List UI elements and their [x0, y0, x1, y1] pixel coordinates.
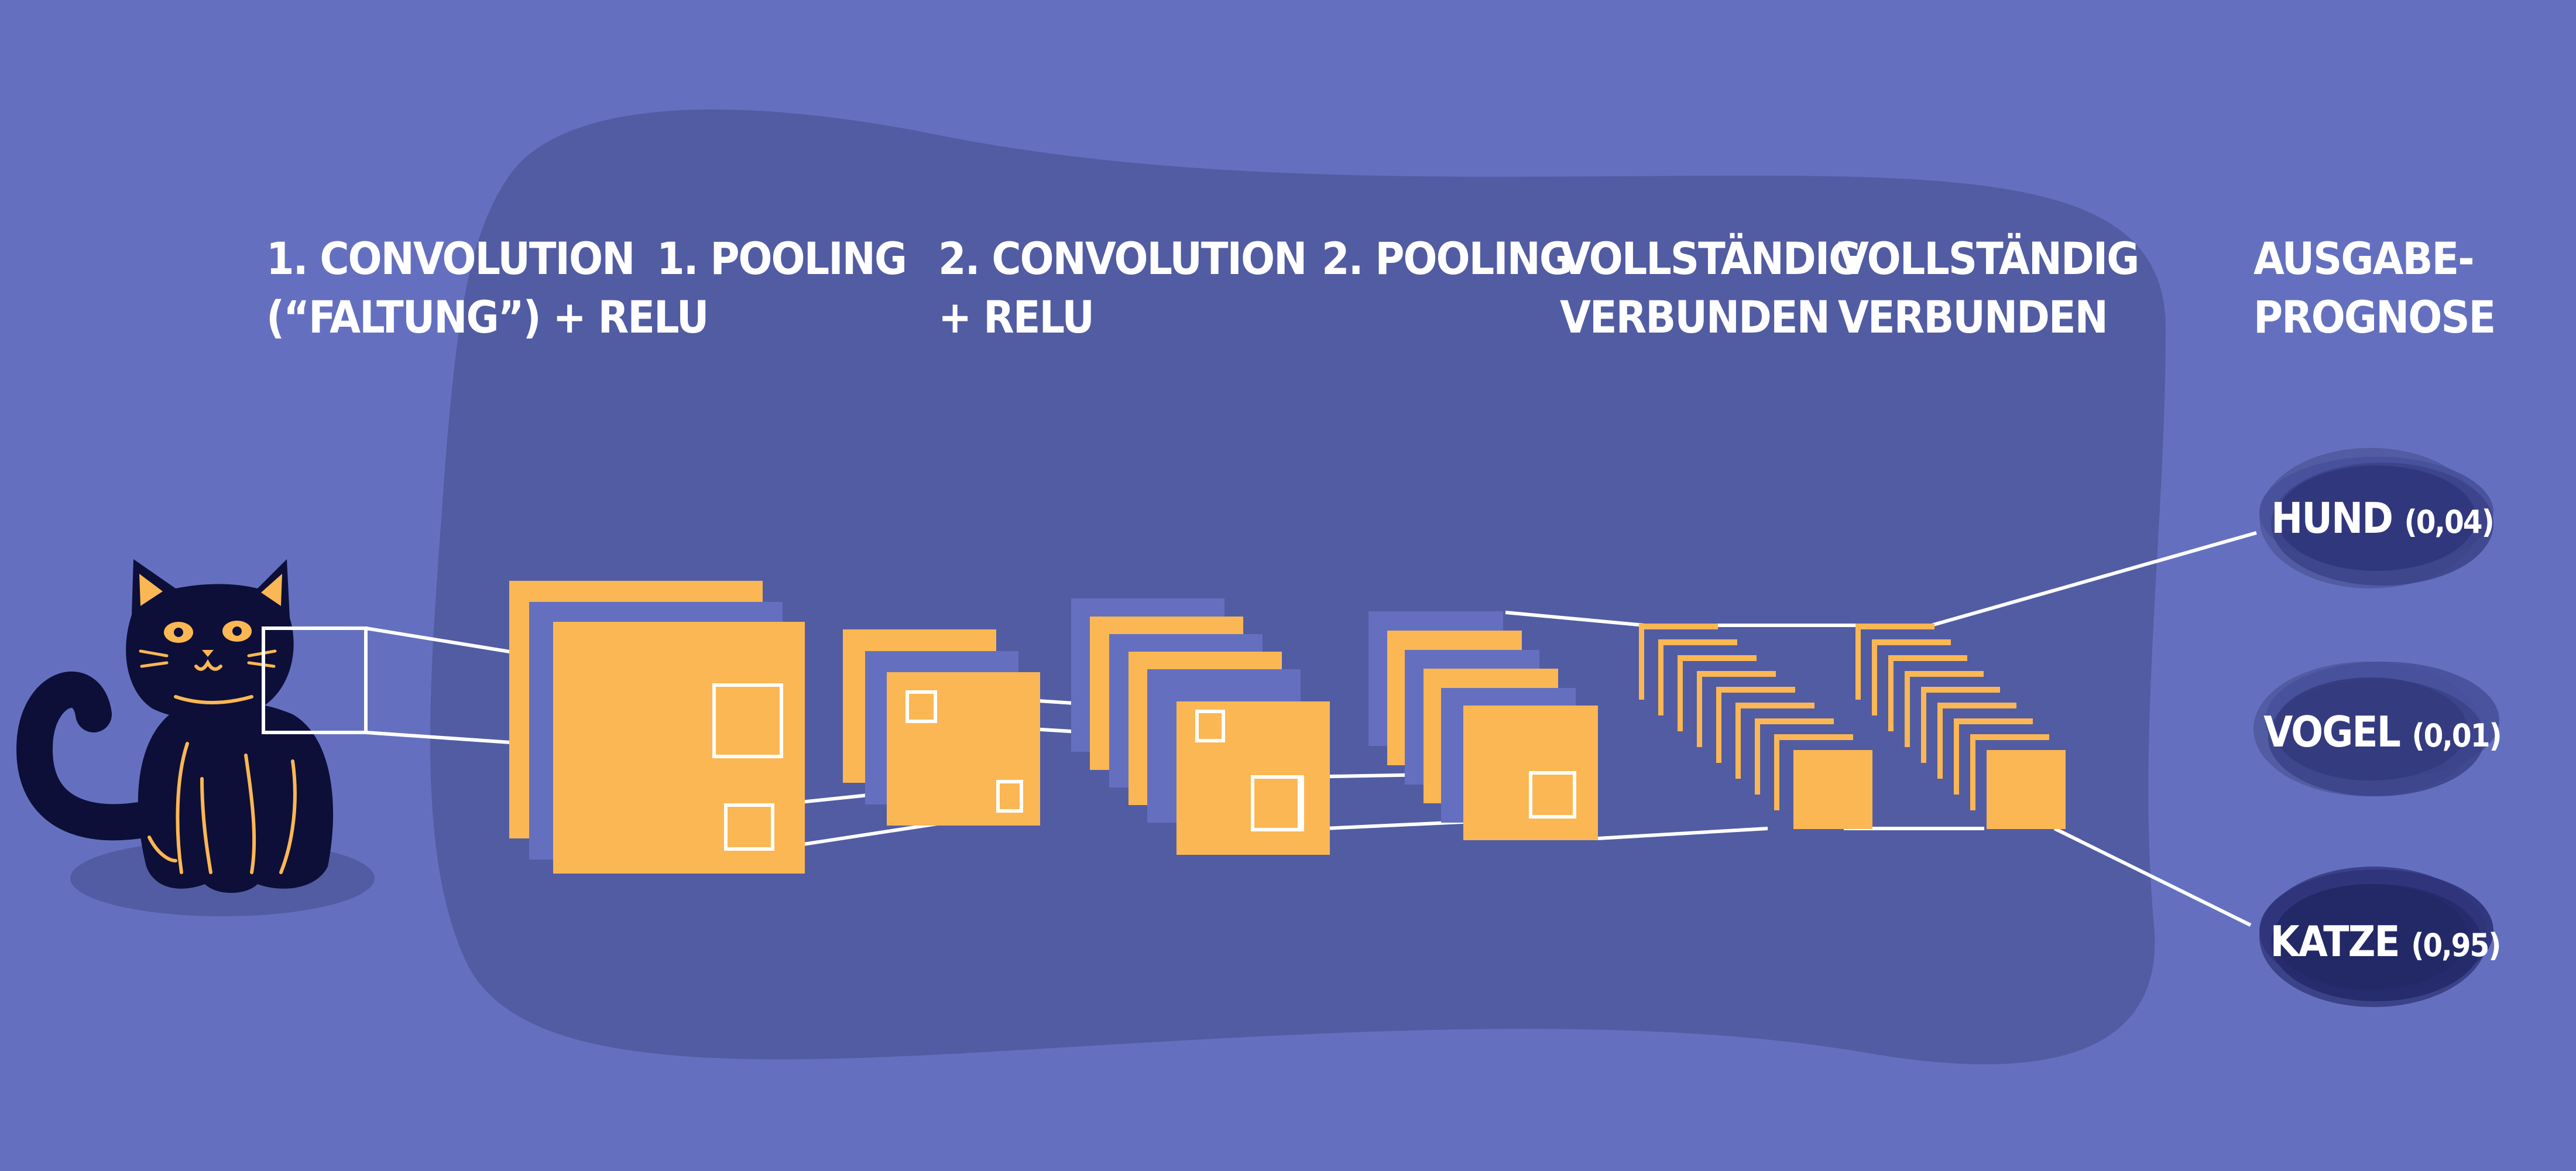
stage-label-conv2: 2. CONVOLUTION + RELU	[938, 232, 1307, 343]
fc2-stack	[1855, 624, 2066, 829]
pool1-filter-box-2	[996, 780, 1023, 813]
stage-label-pool1: 1. POOLING	[657, 232, 907, 285]
input-receptive-field	[262, 626, 368, 734]
cat-collar	[174, 695, 253, 704]
fc-layer-sheet	[1793, 750, 1872, 829]
output-bubble-vogel	[2253, 662, 2499, 796]
cat-ear-right	[261, 574, 282, 606]
output-bubble-katze	[2259, 867, 2493, 1007]
pool2-feature-maps	[1368, 611, 1598, 840]
cat-icon	[16, 559, 375, 916]
output-label-katze: KATZE (0,95)	[2270, 917, 2502, 966]
fc1-stack	[1639, 624, 1872, 829]
cat-ear-left	[139, 574, 163, 606]
output-label-hund: HUND (0,04)	[2271, 494, 2495, 543]
cat-head	[126, 559, 294, 720]
cat-nose	[202, 650, 214, 657]
conv2-filter-box	[1195, 710, 1225, 742]
conv1-feature-maps	[509, 581, 805, 874]
output-label-vogel: VOGEL (0,01)	[2263, 707, 2502, 756]
stage-label-conv1: 1. CONVOLUTION (“FALTUNG”) + RELU	[266, 232, 709, 343]
stage-label-output: AUSGABE- PROGNOSE	[2253, 232, 2496, 343]
conv2-feature-maps	[1071, 598, 1330, 855]
cat-body	[138, 701, 334, 893]
pool1-feature-maps	[843, 629, 1040, 826]
cat-leg-lines	[148, 742, 297, 874]
cat-mouth	[194, 659, 222, 671]
fc-layer-sheet	[1987, 750, 2066, 829]
output-bubble-hund	[2259, 448, 2493, 588]
pool1-filter-box	[905, 690, 937, 723]
conv2-filter-box-2	[1251, 775, 1304, 831]
cat-tail	[16, 672, 162, 841]
stage-label-fc2: VOLLSTÄNDIG VERBUNDEN	[1838, 232, 2139, 343]
output-bubbles	[2253, 448, 2499, 1007]
background-blob	[430, 109, 2166, 1064]
conv1-filter-box	[712, 683, 783, 758]
cat-whiskers	[139, 649, 277, 668]
stage-label-pool2: 2. POOLING	[1322, 232, 1572, 285]
stage-label-fc1: VOLLSTÄNDIG VERBUNDEN	[1560, 232, 1861, 343]
